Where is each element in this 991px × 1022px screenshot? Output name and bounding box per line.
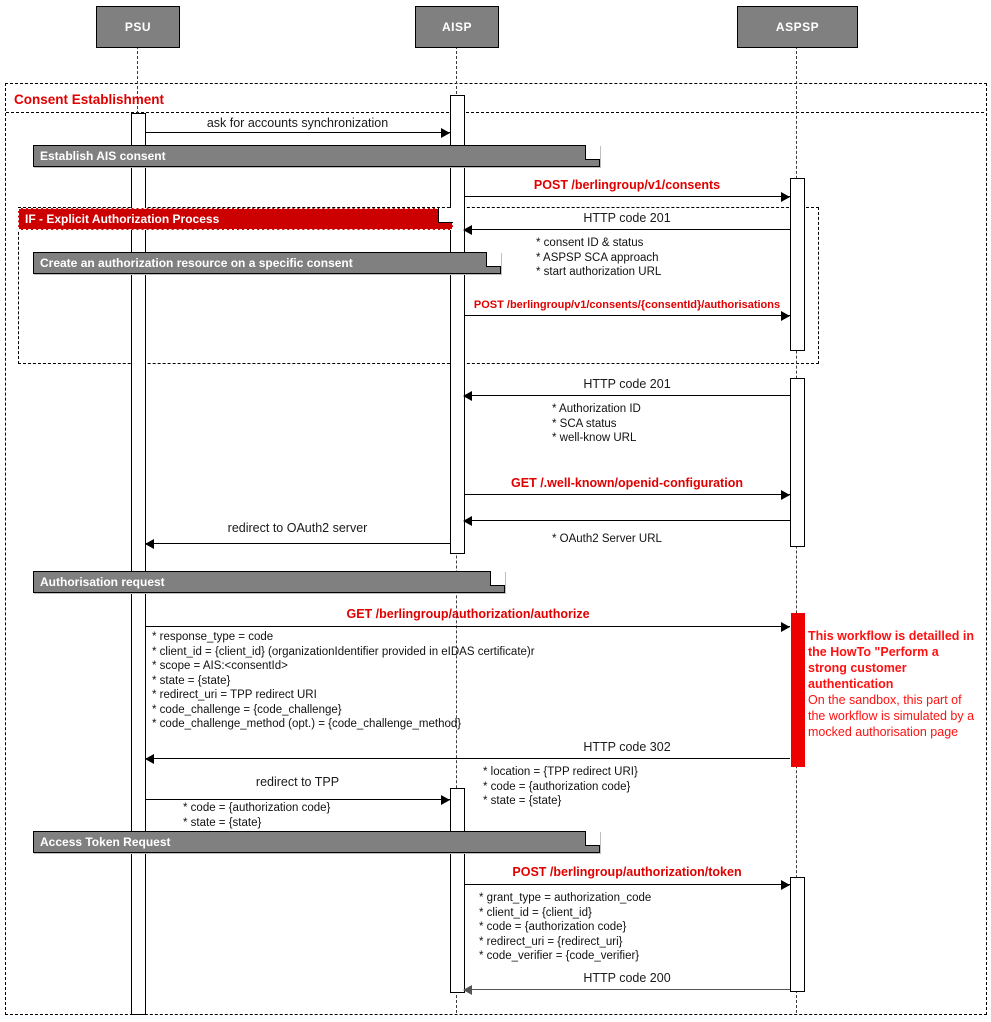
sca-annotation-bold: This workflow is detailled in the HowTo … bbox=[808, 629, 974, 691]
msg-post-consents-label: POST /berlingroup/v1/consents bbox=[533, 178, 721, 192]
notes-token-params: * grant_type = authorization_code * clie… bbox=[479, 892, 652, 962]
arrowhead-left-icon bbox=[463, 225, 472, 235]
msg-http-201-consent-line bbox=[464, 229, 790, 230]
activation-psu bbox=[131, 113, 146, 1015]
frame-consent-establishment-title: Consent Establishment bbox=[14, 92, 165, 107]
frame-explicit-authorization bbox=[18, 207, 819, 364]
msg-get-authorize-line bbox=[146, 626, 790, 627]
band-access-token-request[interactable]: Access Token Request bbox=[33, 831, 600, 853]
msg-post-authorisations-label: POST /berlingroup/v1/consents/{consentId… bbox=[473, 299, 781, 311]
msg-http-201-consent-label: HTTP code 201 bbox=[583, 211, 671, 225]
msg-redirect-to-oauth2-server-line bbox=[146, 543, 450, 544]
participant-aspsp-label: ASPSP bbox=[775, 20, 820, 34]
arrowhead-left-icon bbox=[145, 539, 154, 549]
frame-consent-establishment-titlebar bbox=[6, 112, 984, 113]
msg-redirect-to-tpp-line bbox=[146, 799, 450, 800]
arrowhead-right-icon bbox=[781, 622, 790, 632]
notes-authorize-params: * response_type = code * client_id = {cl… bbox=[152, 631, 535, 730]
participant-psu-label: PSU bbox=[124, 20, 152, 34]
participant-aisp[interactable]: AISP bbox=[415, 6, 499, 48]
notes-redirect-302-params: * location = {TPP redirect URI} * code =… bbox=[483, 766, 638, 807]
arrowhead-right-icon bbox=[781, 880, 790, 890]
arrowhead-right-icon bbox=[781, 311, 790, 321]
participant-aisp-label: AISP bbox=[441, 20, 472, 34]
fold-corner-icon bbox=[585, 831, 600, 846]
msg-http-302-label: HTTP code 302 bbox=[583, 740, 671, 754]
msg-http-200-line bbox=[464, 989, 790, 990]
arrowhead-right-icon bbox=[781, 490, 790, 500]
msg-post-consents-line bbox=[464, 196, 790, 197]
arrowhead-left-icon bbox=[145, 754, 154, 764]
fold-corner-icon bbox=[490, 571, 505, 586]
band-create-authorization-resource-label: Create an authorization resource on a sp… bbox=[40, 256, 353, 270]
msg-ask-for-accounts-synchronization-line bbox=[146, 132, 450, 133]
activation-aspsp-1 bbox=[790, 178, 805, 351]
activation-aisp-2 bbox=[450, 788, 465, 993]
notes-consent-201: * consent ID & status * ASPSP SCA approa… bbox=[536, 237, 662, 278]
msg-redirect-to-oauth2-server-label: redirect to OAuth2 server bbox=[227, 521, 368, 535]
band-authorisation-request[interactable]: Authorisation request bbox=[33, 571, 505, 593]
arrowhead-right-icon bbox=[781, 192, 790, 202]
msg-http-200-label: HTTP code 200 bbox=[583, 971, 671, 985]
msg-get-authorize-label: GET /berlingroup/authorization/authorize bbox=[346, 607, 590, 621]
fold-corner-icon bbox=[585, 145, 600, 160]
msg-get-well-known-line bbox=[464, 494, 790, 495]
band-create-authorization-resource[interactable]: Create an authorization resource on a sp… bbox=[33, 252, 501, 274]
msg-http-201-authorisation-label: HTTP code 201 bbox=[583, 377, 671, 391]
band-establish-ais-consent[interactable]: Establish AIS consent bbox=[33, 145, 600, 167]
band-explicit-authorization-label: IF - Explicit Authorization Process bbox=[25, 212, 220, 226]
msg-redirect-to-tpp-label: redirect to TPP bbox=[255, 775, 340, 789]
fold-corner-icon bbox=[438, 208, 453, 223]
msg-http-201-authorisation-line bbox=[464, 395, 790, 396]
arrowhead-right-icon bbox=[441, 128, 450, 138]
band-authorisation-request-label: Authorisation request bbox=[40, 575, 165, 589]
msg-oauth2-server-url-line bbox=[464, 520, 790, 521]
participant-aspsp[interactable]: ASPSP bbox=[737, 6, 858, 48]
notes-oauth2-url: * OAuth2 Server URL bbox=[552, 533, 662, 545]
notes-authorisation-201: * Authorization ID * SCA status * well-k… bbox=[552, 403, 641, 444]
msg-ask-for-accounts-synchronization-label: ask for accounts synchronization bbox=[206, 116, 389, 130]
arrowhead-right-icon bbox=[441, 795, 450, 805]
sca-workflow-annotation: This workflow is detailled in the HowTo … bbox=[808, 628, 980, 740]
fold-corner-icon bbox=[486, 252, 501, 267]
activation-aisp-1 bbox=[450, 95, 465, 554]
participant-psu[interactable]: PSU bbox=[96, 6, 180, 48]
activation-aspsp-3 bbox=[790, 877, 805, 992]
msg-post-token-line bbox=[464, 884, 790, 885]
band-establish-ais-consent-label: Establish AIS consent bbox=[40, 149, 166, 163]
msg-http-302-line bbox=[146, 758, 790, 759]
arrowhead-left-icon bbox=[463, 391, 472, 401]
frame-consent-establishment bbox=[5, 83, 987, 1015]
sca-annotation-plain: On the sandbox, this part of the workflo… bbox=[808, 693, 975, 739]
arrowhead-left-icon bbox=[463, 516, 472, 526]
activation-aspsp-2 bbox=[790, 378, 805, 547]
msg-post-token-label: POST /berlingroup/authorization/token bbox=[512, 865, 742, 879]
msg-get-well-known-label: GET /.well-known/openid-configuration bbox=[511, 476, 743, 490]
activation-aspsp-sca bbox=[791, 613, 805, 767]
band-explicit-authorization[interactable]: IF - Explicit Authorization Process bbox=[18, 208, 453, 230]
band-access-token-request-label: Access Token Request bbox=[40, 835, 171, 849]
arrowhead-left-icon bbox=[463, 985, 472, 995]
notes-redirect-tpp-params: * code = {authorization code} * state = … bbox=[183, 802, 331, 829]
msg-post-authorisations-line bbox=[464, 315, 790, 316]
